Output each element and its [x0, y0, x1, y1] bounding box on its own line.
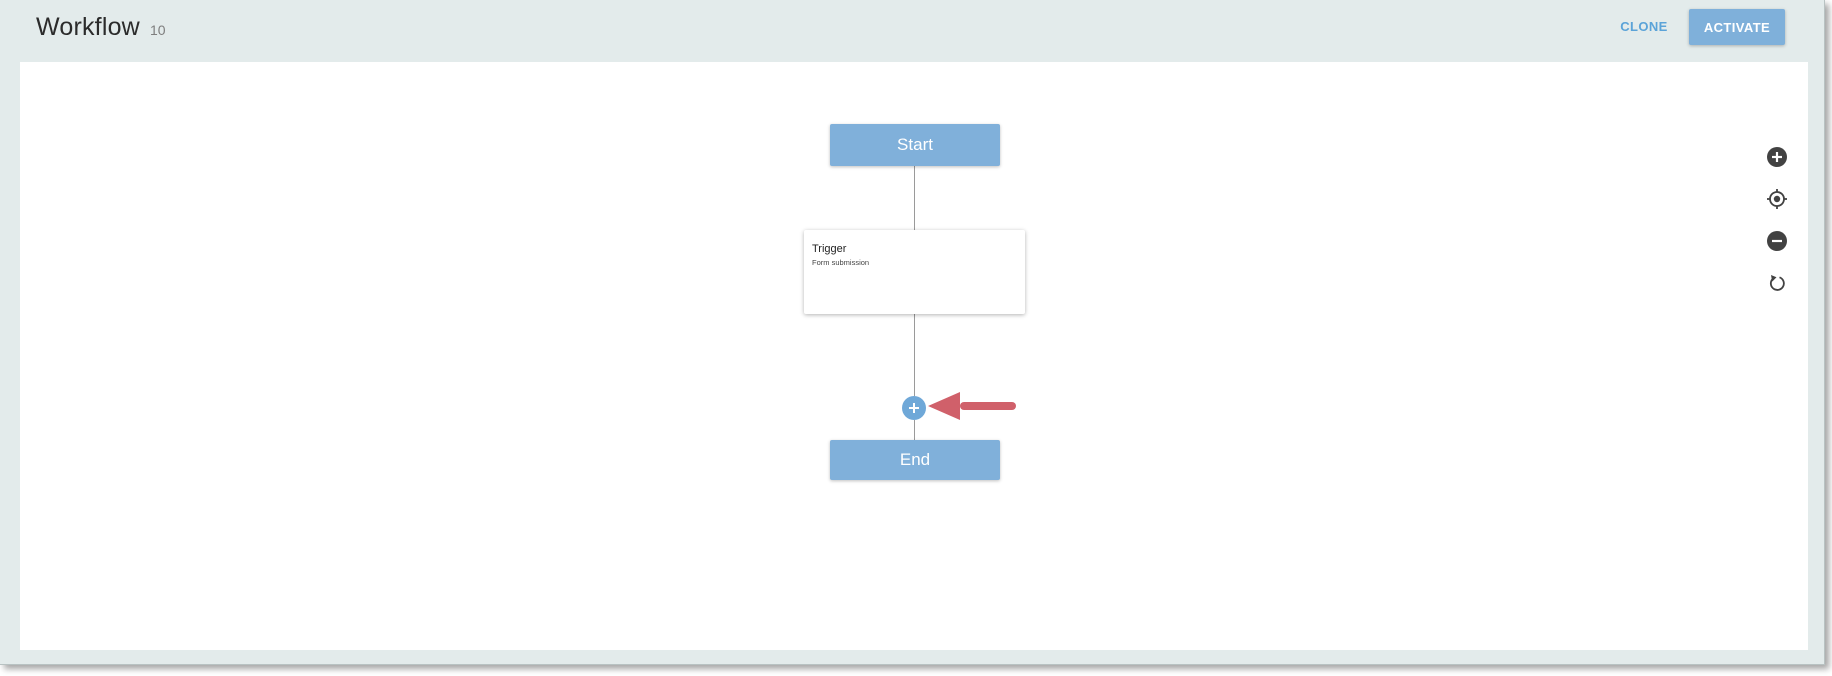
- zoom-out-button[interactable]: [1766, 230, 1788, 252]
- clone-button[interactable]: CLONE: [1606, 11, 1682, 41]
- workflow-canvas[interactable]: Start Trigger Form submission End: [20, 62, 1808, 650]
- zoom-in-icon: [1767, 147, 1787, 167]
- reset-view-button[interactable]: [1766, 272, 1788, 294]
- zoom-in-button[interactable]: [1766, 146, 1788, 168]
- workflow-count: 10: [150, 22, 166, 38]
- recenter-button[interactable]: [1766, 188, 1788, 210]
- activate-button[interactable]: ACTIVATE: [1689, 9, 1785, 45]
- callout-arrow-icon: [928, 392, 1016, 420]
- trigger-card[interactable]: Trigger Form submission: [804, 230, 1025, 314]
- plus-icon: [909, 403, 919, 413]
- start-node[interactable]: Start: [830, 124, 1000, 166]
- reset-icon: [1769, 275, 1785, 291]
- header: Workflow 10 CLONE ACTIVATE: [0, 0, 1824, 62]
- app-window: Workflow 10 CLONE ACTIVATE Start Trigger…: [0, 0, 1825, 665]
- connector-line: [914, 314, 915, 396]
- end-node[interactable]: End: [830, 440, 1000, 480]
- add-step-button[interactable]: [902, 396, 926, 420]
- zoom-out-icon: [1767, 231, 1787, 251]
- recenter-icon: [1767, 189, 1787, 209]
- trigger-subtitle: Form submission: [812, 258, 870, 267]
- connector-line: [914, 420, 915, 444]
- page-title: Workflow: [36, 13, 140, 41]
- trigger-title: Trigger: [812, 243, 847, 255]
- connector-line: [914, 166, 915, 230]
